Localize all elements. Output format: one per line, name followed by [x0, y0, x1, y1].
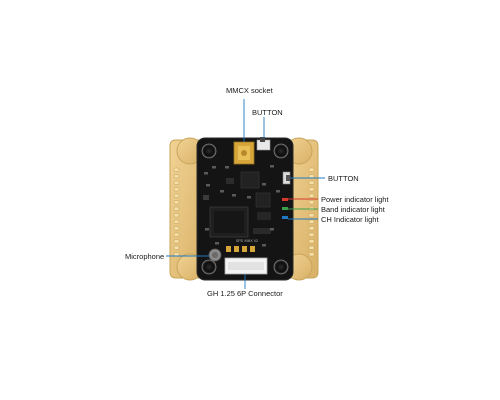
- smd-component: [215, 242, 219, 245]
- power-led: [282, 198, 288, 201]
- mmcx-socket: [233, 141, 255, 165]
- mounting-hole: [273, 143, 289, 159]
- castellated-pad-right: [308, 200, 315, 205]
- label-band-indicator: Band indicator light: [321, 205, 385, 214]
- castellated-pad-right: [308, 232, 315, 237]
- castellated-pad-right: [308, 245, 315, 250]
- castellated-pad-left: [173, 239, 180, 244]
- smd-component: [276, 190, 280, 193]
- castellated-pad-right: [308, 252, 315, 257]
- castellated-pad-right: [308, 213, 315, 218]
- top-button: [256, 137, 271, 151]
- castellated-pad-left: [173, 213, 180, 218]
- castellated-pad-left: [173, 174, 180, 179]
- leader-lines: [166, 99, 325, 289]
- castellated-pad-right: [308, 180, 315, 185]
- label-ch-indicator: CH Indicator light: [321, 215, 379, 224]
- smd-component: [220, 190, 224, 193]
- castellated-pad-left: [173, 187, 180, 192]
- microphone-component: [208, 248, 222, 262]
- band-led: [282, 207, 288, 210]
- castellated-pad-left: [173, 232, 180, 237]
- castellated-pads: [173, 167, 315, 257]
- mounting-hole: [201, 259, 217, 275]
- smd-component: [225, 166, 229, 169]
- right-button: [282, 171, 291, 185]
- label-gh-connector: GH 1.25 6P Connector: [207, 289, 283, 298]
- smd-component: [262, 244, 266, 247]
- castellated-pad-left: [173, 226, 180, 231]
- smd-component: [232, 194, 236, 197]
- castellated-pad-right: [308, 193, 315, 198]
- mounting-hole: [273, 259, 289, 275]
- label-power-indicator: Power indicator light: [321, 195, 389, 204]
- mounting-holes: [201, 143, 289, 275]
- castellated-pad-left: [173, 245, 180, 250]
- label-button-right: BUTTON: [328, 174, 359, 183]
- castellated-pad-right: [308, 219, 315, 224]
- castellated-pad-right: [308, 167, 315, 172]
- gh-connector: [224, 257, 268, 275]
- smd-component: [247, 196, 251, 199]
- castellated-pad-left: [173, 167, 180, 172]
- solder-pads: [226, 246, 255, 252]
- mounting-hole: [201, 143, 217, 159]
- smd-component: [212, 166, 216, 169]
- castellated-pad-right: [308, 187, 315, 192]
- castellated-pad-left: [173, 180, 180, 185]
- castellated-pad-left: [173, 200, 180, 205]
- castellated-pad-left: [173, 219, 180, 224]
- smd-component: [205, 228, 209, 231]
- board-components: [203, 171, 271, 238]
- label-button-top: BUTTON: [252, 108, 283, 117]
- castellated-pad-left: [173, 193, 180, 198]
- castellated-pad-left: [173, 206, 180, 211]
- indicator-leds: [282, 198, 288, 219]
- castellated-pad-right: [308, 226, 315, 231]
- smd-parts: [204, 165, 280, 247]
- castellated-pad-left: [173, 252, 180, 257]
- smd-component: [206, 184, 210, 187]
- svg-text:SPD XMIX V2: SPD XMIX V2: [236, 239, 258, 243]
- label-mmcx-socket: MMCX socket: [226, 86, 273, 95]
- smd-component: [204, 172, 208, 175]
- castellated-pad-right: [308, 239, 315, 244]
- smd-component: [270, 228, 274, 231]
- castellated-pad-right: [308, 174, 315, 179]
- label-microphone: Microphone: [125, 252, 165, 261]
- smd-component: [270, 165, 274, 168]
- smd-component: [262, 183, 266, 186]
- ch-led: [282, 216, 288, 219]
